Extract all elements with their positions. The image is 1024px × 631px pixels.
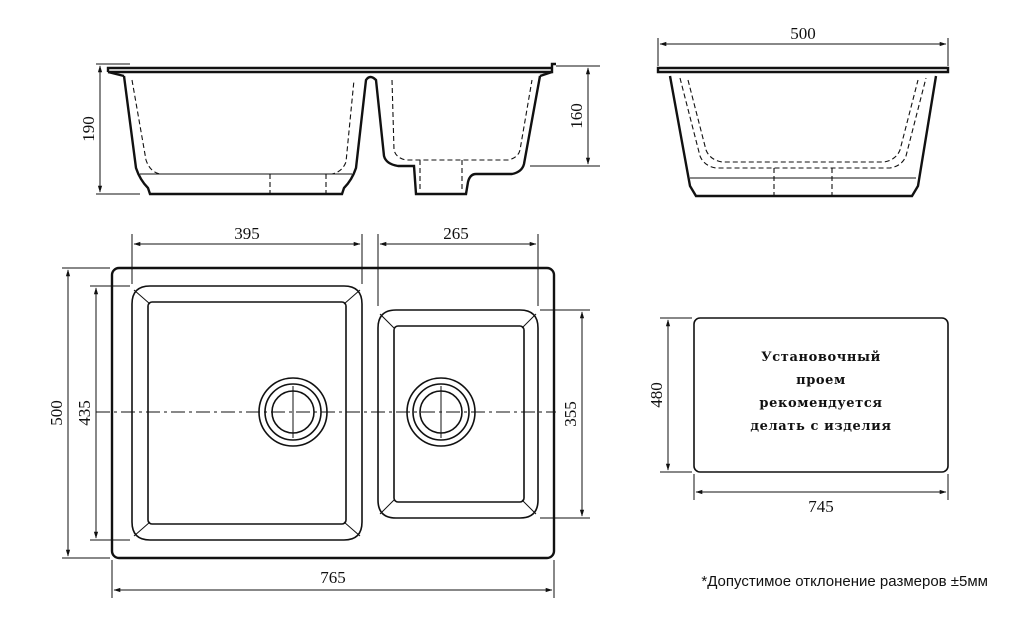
dim-cutout-width: 745 (808, 497, 834, 516)
cutout-note-line-2: проем (796, 373, 846, 388)
dim-end-width: 500 (790, 24, 816, 43)
cutout-view: Установочный проем рекомендуется делать … (647, 317, 949, 516)
end-section-view: 500 (656, 24, 950, 198)
dim-side-height-left: 190 (79, 116, 98, 142)
cutout-note-line-4: делать с изделия (750, 419, 891, 434)
cutout-note-line-1: Установочный (761, 350, 881, 365)
dim-overall-length: 765 (320, 568, 346, 587)
front-section-view: 190 160 (79, 62, 600, 196)
plan-view: 395 265 500 435 355 765 (47, 224, 590, 598)
dim-big-bowl-depth: 435 (75, 400, 94, 426)
dim-overall-depth: 500 (47, 400, 66, 426)
cutout-note-line-3: рекомендуется (759, 396, 882, 411)
dim-small-bowl-width: 265 (443, 224, 469, 243)
dim-cutout-height: 480 (647, 382, 666, 408)
dim-big-bowl-width: 395 (234, 224, 260, 243)
tolerance-footnote: *Допустимое отклонение размеров ±5мм (701, 573, 988, 590)
dim-side-height-right: 160 (567, 103, 586, 129)
dim-small-bowl-depth: 355 (561, 401, 580, 427)
